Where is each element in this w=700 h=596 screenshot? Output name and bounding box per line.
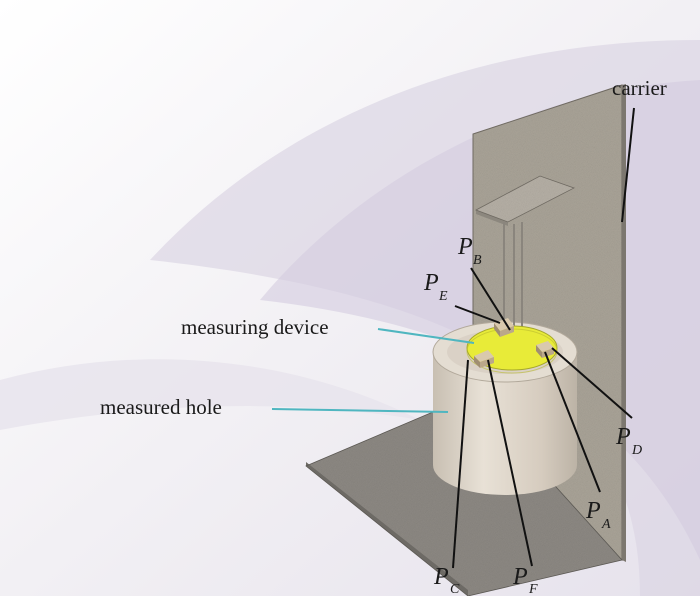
point-label-d: P D (615, 424, 642, 458)
measured-hole-leader (271, 408, 449, 413)
svg-text:F: F (528, 582, 538, 596)
pc-leader (452, 359, 469, 569)
svg-text:E: E (438, 289, 448, 304)
base-plate (305, 394, 623, 596)
point-label-a: P A (585, 498, 611, 532)
cyan-leaders (271, 328, 475, 413)
carrier-leader (621, 107, 635, 223)
svg-text:C: C (450, 582, 460, 596)
svg-text:P: P (433, 564, 449, 590)
point-label-b: P B (457, 234, 482, 268)
svg-text:B: B (473, 253, 482, 268)
point-label-e: P E (423, 270, 448, 304)
device-bracket (475, 175, 576, 226)
svg-text:P: P (512, 564, 528, 590)
carrier-label: carrier (612, 76, 667, 100)
svg-text:P: P (457, 234, 473, 260)
pd-leader (551, 347, 633, 419)
point-label-f: P F (512, 564, 538, 596)
svg-text:P: P (423, 270, 439, 296)
svg-text:A: A (601, 517, 611, 532)
probe-d (536, 341, 554, 358)
pe-leader (454, 305, 501, 324)
pa-leader (544, 351, 601, 493)
measured-hole-label: measured hole (100, 395, 222, 419)
svg-text:P: P (615, 424, 631, 450)
pf-leader (487, 359, 533, 567)
probe-c (474, 350, 494, 368)
measuring-device-leader (377, 328, 475, 344)
pb-leader (470, 267, 511, 331)
point-label-c: P C (433, 564, 460, 596)
black-leaders (452, 107, 635, 569)
svg-text:D: D (631, 443, 642, 458)
measuring-device-label: measuring device (181, 315, 329, 339)
svg-text:P: P (585, 498, 601, 524)
